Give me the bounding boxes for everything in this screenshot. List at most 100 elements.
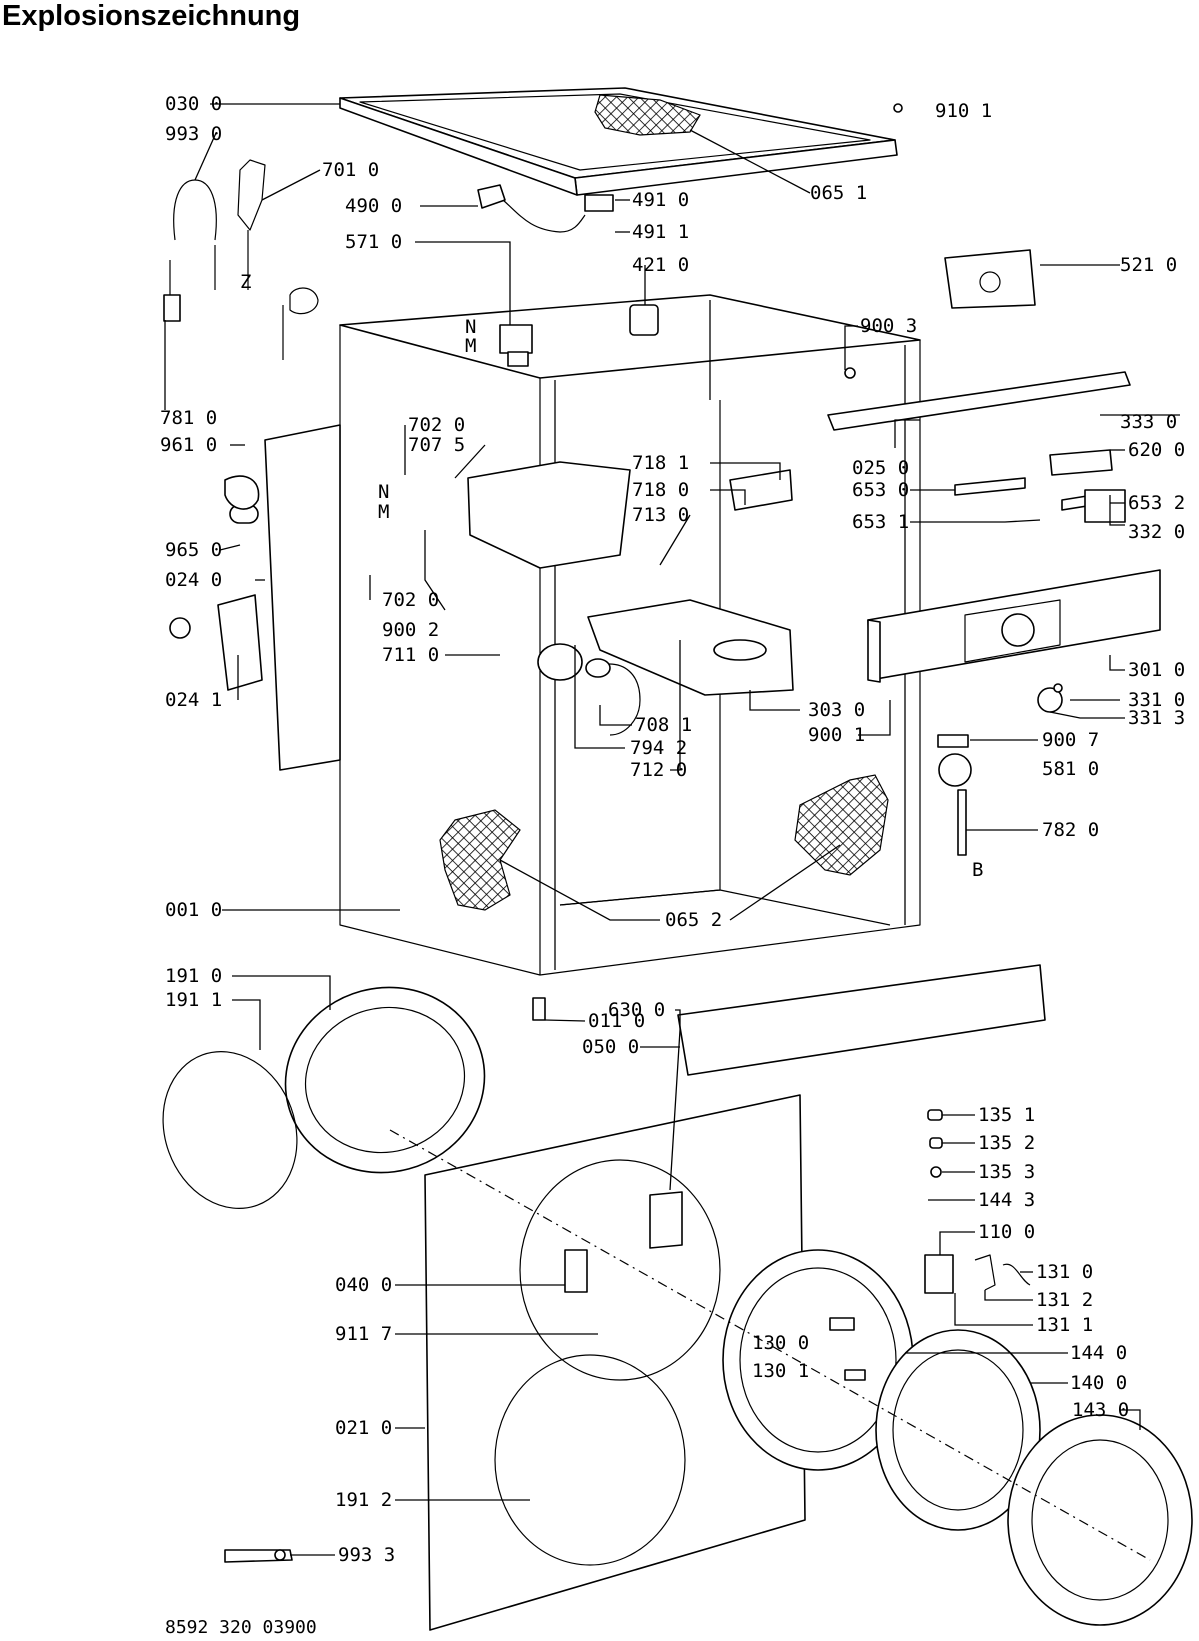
part-label: 331 0	[1128, 689, 1185, 711]
leader-lines	[164, 103, 1180, 1556]
drawing-number: 8592 320 03900	[165, 1617, 317, 1638]
part-label: 961 0	[160, 434, 217, 456]
part-label: 065 2	[665, 909, 722, 931]
part-label: 701 0	[322, 159, 379, 181]
part-label: 707 5	[408, 434, 465, 456]
part-label: 993 0	[165, 123, 222, 145]
part-label: 702 0	[408, 414, 465, 436]
part-label: 711 0	[382, 644, 439, 666]
part-label: 130 1	[752, 1360, 809, 1382]
part-label: 191 1	[165, 989, 222, 1011]
part-label: 781 0	[160, 407, 217, 429]
part-label: 140 0	[1070, 1372, 1127, 1394]
part-label: 135 2	[978, 1132, 1035, 1154]
part-label: 794 2	[630, 737, 687, 759]
side-panel-and-pump	[169, 424, 341, 771]
part-label: 718 1	[632, 452, 689, 474]
part-label: 191 0	[165, 965, 222, 987]
service-tool	[224, 1549, 293, 1563]
part-label: 135 1	[978, 1104, 1035, 1126]
top-cover	[339, 87, 898, 196]
control-board	[944, 249, 1036, 309]
part-label: 065 1	[810, 182, 867, 204]
marker-label: N	[378, 481, 389, 503]
marker-label: M	[378, 501, 389, 523]
part-label: 965 0	[165, 539, 222, 561]
part-label: 993 3	[338, 1544, 395, 1566]
part-label: 653 0	[852, 479, 909, 501]
part-label: 131 2	[1036, 1289, 1093, 1311]
door-assembly	[389, 1129, 1193, 1626]
part-label: 490 0	[345, 195, 402, 217]
door-handle	[924, 1254, 1031, 1294]
part-label: 030 0	[165, 93, 222, 115]
part-label: 011 0	[588, 1010, 645, 1032]
part-label: 050 0	[582, 1036, 639, 1058]
marker-label: N	[465, 316, 476, 338]
part-label: 143 0	[1072, 1399, 1129, 1421]
marker-label: M	[465, 335, 476, 357]
part-label: 910 1	[935, 100, 992, 122]
plinth	[532, 964, 1046, 1076]
hose-assembly	[163, 159, 319, 360]
part-label: 333 0	[1120, 411, 1177, 433]
part-label: 331 3	[1128, 707, 1185, 729]
part-label: 900 1	[808, 724, 865, 746]
part-label: 571 0	[345, 231, 402, 253]
screws	[893, 103, 948, 1201]
part-label: 131 1	[1036, 1314, 1093, 1336]
part-label: 708 1	[635, 714, 692, 736]
part-label: 713 0	[632, 504, 689, 526]
part-label: 144 0	[1070, 1342, 1127, 1364]
part-label: 024 0	[165, 569, 222, 591]
marker-label: B	[972, 859, 983, 881]
part-labels: 030 0 993 0 701 0 490 0 571 0 491 0 491 …	[160, 93, 1185, 1566]
part-label: 782 0	[1042, 819, 1099, 841]
part-label: 301 0	[1128, 659, 1185, 681]
markers: Z N M N M B	[240, 271, 983, 881]
front-panel	[424, 1094, 806, 1631]
top-rail	[827, 367, 1131, 431]
part-label: 712 0	[630, 759, 687, 781]
part-label: 303 0	[808, 699, 865, 721]
part-label: 040 0	[335, 1274, 392, 1296]
part-label: 131 0	[1036, 1261, 1093, 1283]
pressure-switch	[937, 734, 972, 856]
part-label: 702 0	[382, 589, 439, 611]
part-label: 001 0	[165, 899, 222, 921]
cabinet	[339, 294, 921, 976]
part-label: 021 0	[335, 1417, 392, 1439]
sump-hose	[537, 643, 641, 736]
marker-label: Z	[240, 271, 251, 293]
part-drawings	[162, 87, 1193, 1631]
front-control-panel	[867, 569, 1161, 713]
part-label: 491 0	[632, 189, 689, 211]
part-label: 421 0	[632, 254, 689, 276]
door-gasket	[162, 986, 486, 1209]
part-label: 900 2	[382, 619, 439, 641]
part-label: 110 0	[978, 1221, 1035, 1243]
display-panel	[954, 449, 1126, 523]
part-label: 653 2	[1128, 492, 1185, 514]
part-label: 900 7	[1042, 729, 1099, 751]
part-label: 191 2	[335, 1489, 392, 1511]
part-label: 521 0	[1120, 254, 1177, 276]
part-label: 135 3	[978, 1161, 1035, 1183]
page-title: Explosionszeichnung	[2, 0, 301, 32]
part-label: 620 0	[1128, 439, 1185, 461]
part-label: 718 0	[632, 479, 689, 501]
part-label: 911 7	[335, 1323, 392, 1345]
part-label: 630 0	[608, 999, 665, 1021]
power-cable	[477, 184, 659, 336]
part-label: 144 3	[978, 1189, 1035, 1211]
part-label: 025 0	[852, 457, 909, 479]
part-label: 024 1	[165, 689, 222, 711]
detergent-dispenser	[467, 461, 794, 696]
part-label: 332 0	[1128, 521, 1185, 543]
part-label: 653 1	[852, 511, 909, 533]
valve	[499, 324, 533, 367]
part-label: 130 0	[752, 1332, 809, 1354]
part-label: 491 1	[632, 221, 689, 243]
part-label: 581 0	[1042, 758, 1099, 780]
